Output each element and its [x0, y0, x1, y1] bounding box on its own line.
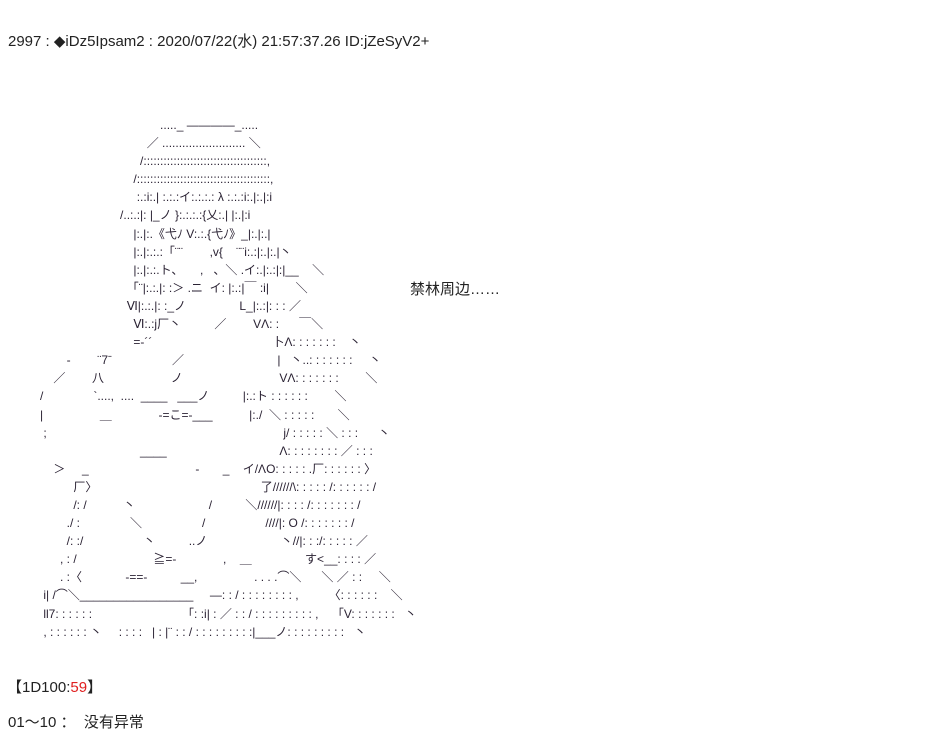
ascii-art-line: /:::::::::::::::::::::::::::::::::::::,	[0, 154, 271, 169]
post-datetime: 2020/07/22(水) 21:57:37.26	[157, 33, 341, 50]
ascii-art-line: ／ ......................... ＼	[0, 136, 261, 151]
ascii-art-line: |:.|:.:.ト、 , 、＼ .イ:.|:.:|:|__ ＼	[0, 262, 325, 277]
separator: :	[41, 33, 54, 50]
dice-value: 59	[70, 679, 88, 696]
side-note: 禁林周边……	[410, 281, 501, 298]
roll-result: 01～10 ： 没有异常	[8, 711, 144, 732]
ascii-art-line: ....._ ――――_.....	[0, 118, 259, 132]
ascii-art-line: 厂〉 了//////\: : : : : /: : : : : : /	[0, 479, 377, 494]
ascii-art: ....._ ――――_..... ／ ....................…	[0, 116, 417, 641]
ascii-art-line: ./ : ＼ / ////|: O /: : : : : : : /	[0, 516, 355, 531]
ascii-art-line: , : : : : : : 丶 : : : : | : |¨ : : / : :…	[0, 624, 367, 639]
ascii-art-line: |:.|:.:.:「¨¨ ,v{ ¨¨i:.:|:.|:.|丶	[0, 244, 292, 259]
ascii-art-line: 「¨|:.:.|: :＞ .ニ イ: |:.:|￣ :i| ＼	[0, 280, 308, 295]
ascii-art-line: :.:i:.| :.:.:イ:.:.:.: λ :.:.:i:.|:.|:i	[0, 190, 273, 205]
ascii-art-line: / `...., .... ____ ___ノ |:.:ト : : : : : …	[0, 389, 347, 404]
ascii-art-line: . :〈 -==- __, . . . .⌒＼ ＼ ／ : : ＼	[0, 570, 391, 585]
poster-trip: ◆iDz5Ipsam2	[53, 33, 145, 50]
ascii-art-line: /:::::::::::::::::::::::::::::::::::::::…	[0, 172, 274, 187]
dice-close: 】	[87, 679, 103, 696]
dice-roll: 【1D100:59】	[7, 676, 102, 697]
ascii-art-line: , : / ≧=- , ＿ す<__: : : : ／	[0, 552, 377, 567]
dice-label: 【1D100:	[7, 679, 71, 696]
ascii-art-line: i| /⌒＼_________________ ―: : / : : : : :…	[0, 588, 403, 603]
ascii-art-line: /: :/ 丶 ..ノ 丶//|: : :/: : : : : ／	[0, 534, 368, 549]
poster-id: ID:jZeSyV2+	[344, 33, 430, 50]
result-text: 没有异常	[83, 714, 144, 731]
ascii-art-line: |:.|:.《弋ﾉ V:.:.{弋ﾉ》_|:.|:.|	[0, 226, 271, 241]
ascii-art-line: Ⅵ|:.:.|: :_ノ L_|:.:|: : : ／	[0, 298, 301, 313]
ascii-art-line: ／ 八 ノ VΛ: : : : : : : ＼	[0, 371, 378, 386]
ascii-art-line: ll7: : : : : : 「: :i| : ／ : : / : : : : …	[0, 606, 417, 621]
post-header: 2997 : ◆iDz5Ipsam2 : 2020/07/22(水) 21:57…	[8, 30, 429, 51]
result-separator: ：	[56, 714, 84, 731]
post-number: 2997	[8, 33, 42, 50]
ascii-art-line: /..:.:|: |_ノ }:.:.:.:{乂:.| |:.|:i	[0, 208, 251, 223]
ascii-art-line: /: / 丶 / ＼//////|: : : : /: : : : : : : …	[0, 497, 361, 512]
ascii-art-line: ; j/ : : : : : ＼ : : : 丶	[0, 425, 391, 440]
ascii-art-line: ____ Λ: : : : : : : : ／ : : :	[0, 443, 373, 458]
ascii-art-line: | ＿ -=こ=-___ |:./ ＼ : : : : : ＼	[0, 407, 350, 422]
ascii-art-line: Ⅵ:.:j厂丶 ／ VΛ: : ￣＼	[0, 317, 324, 332]
result-range: 01～10	[8, 714, 57, 731]
ascii-art-line: =-´´ 卜Λ: : : : : : : 丶	[0, 335, 362, 350]
ascii-art-line: ＞ _ - _ イ/ΛO: : : : : .厂: : : : : : 〉	[0, 461, 377, 476]
separator: :	[144, 33, 158, 50]
ascii-art-line: - ¨7ˉ ／ | 丶..: : : : : : : 丶	[0, 353, 382, 368]
